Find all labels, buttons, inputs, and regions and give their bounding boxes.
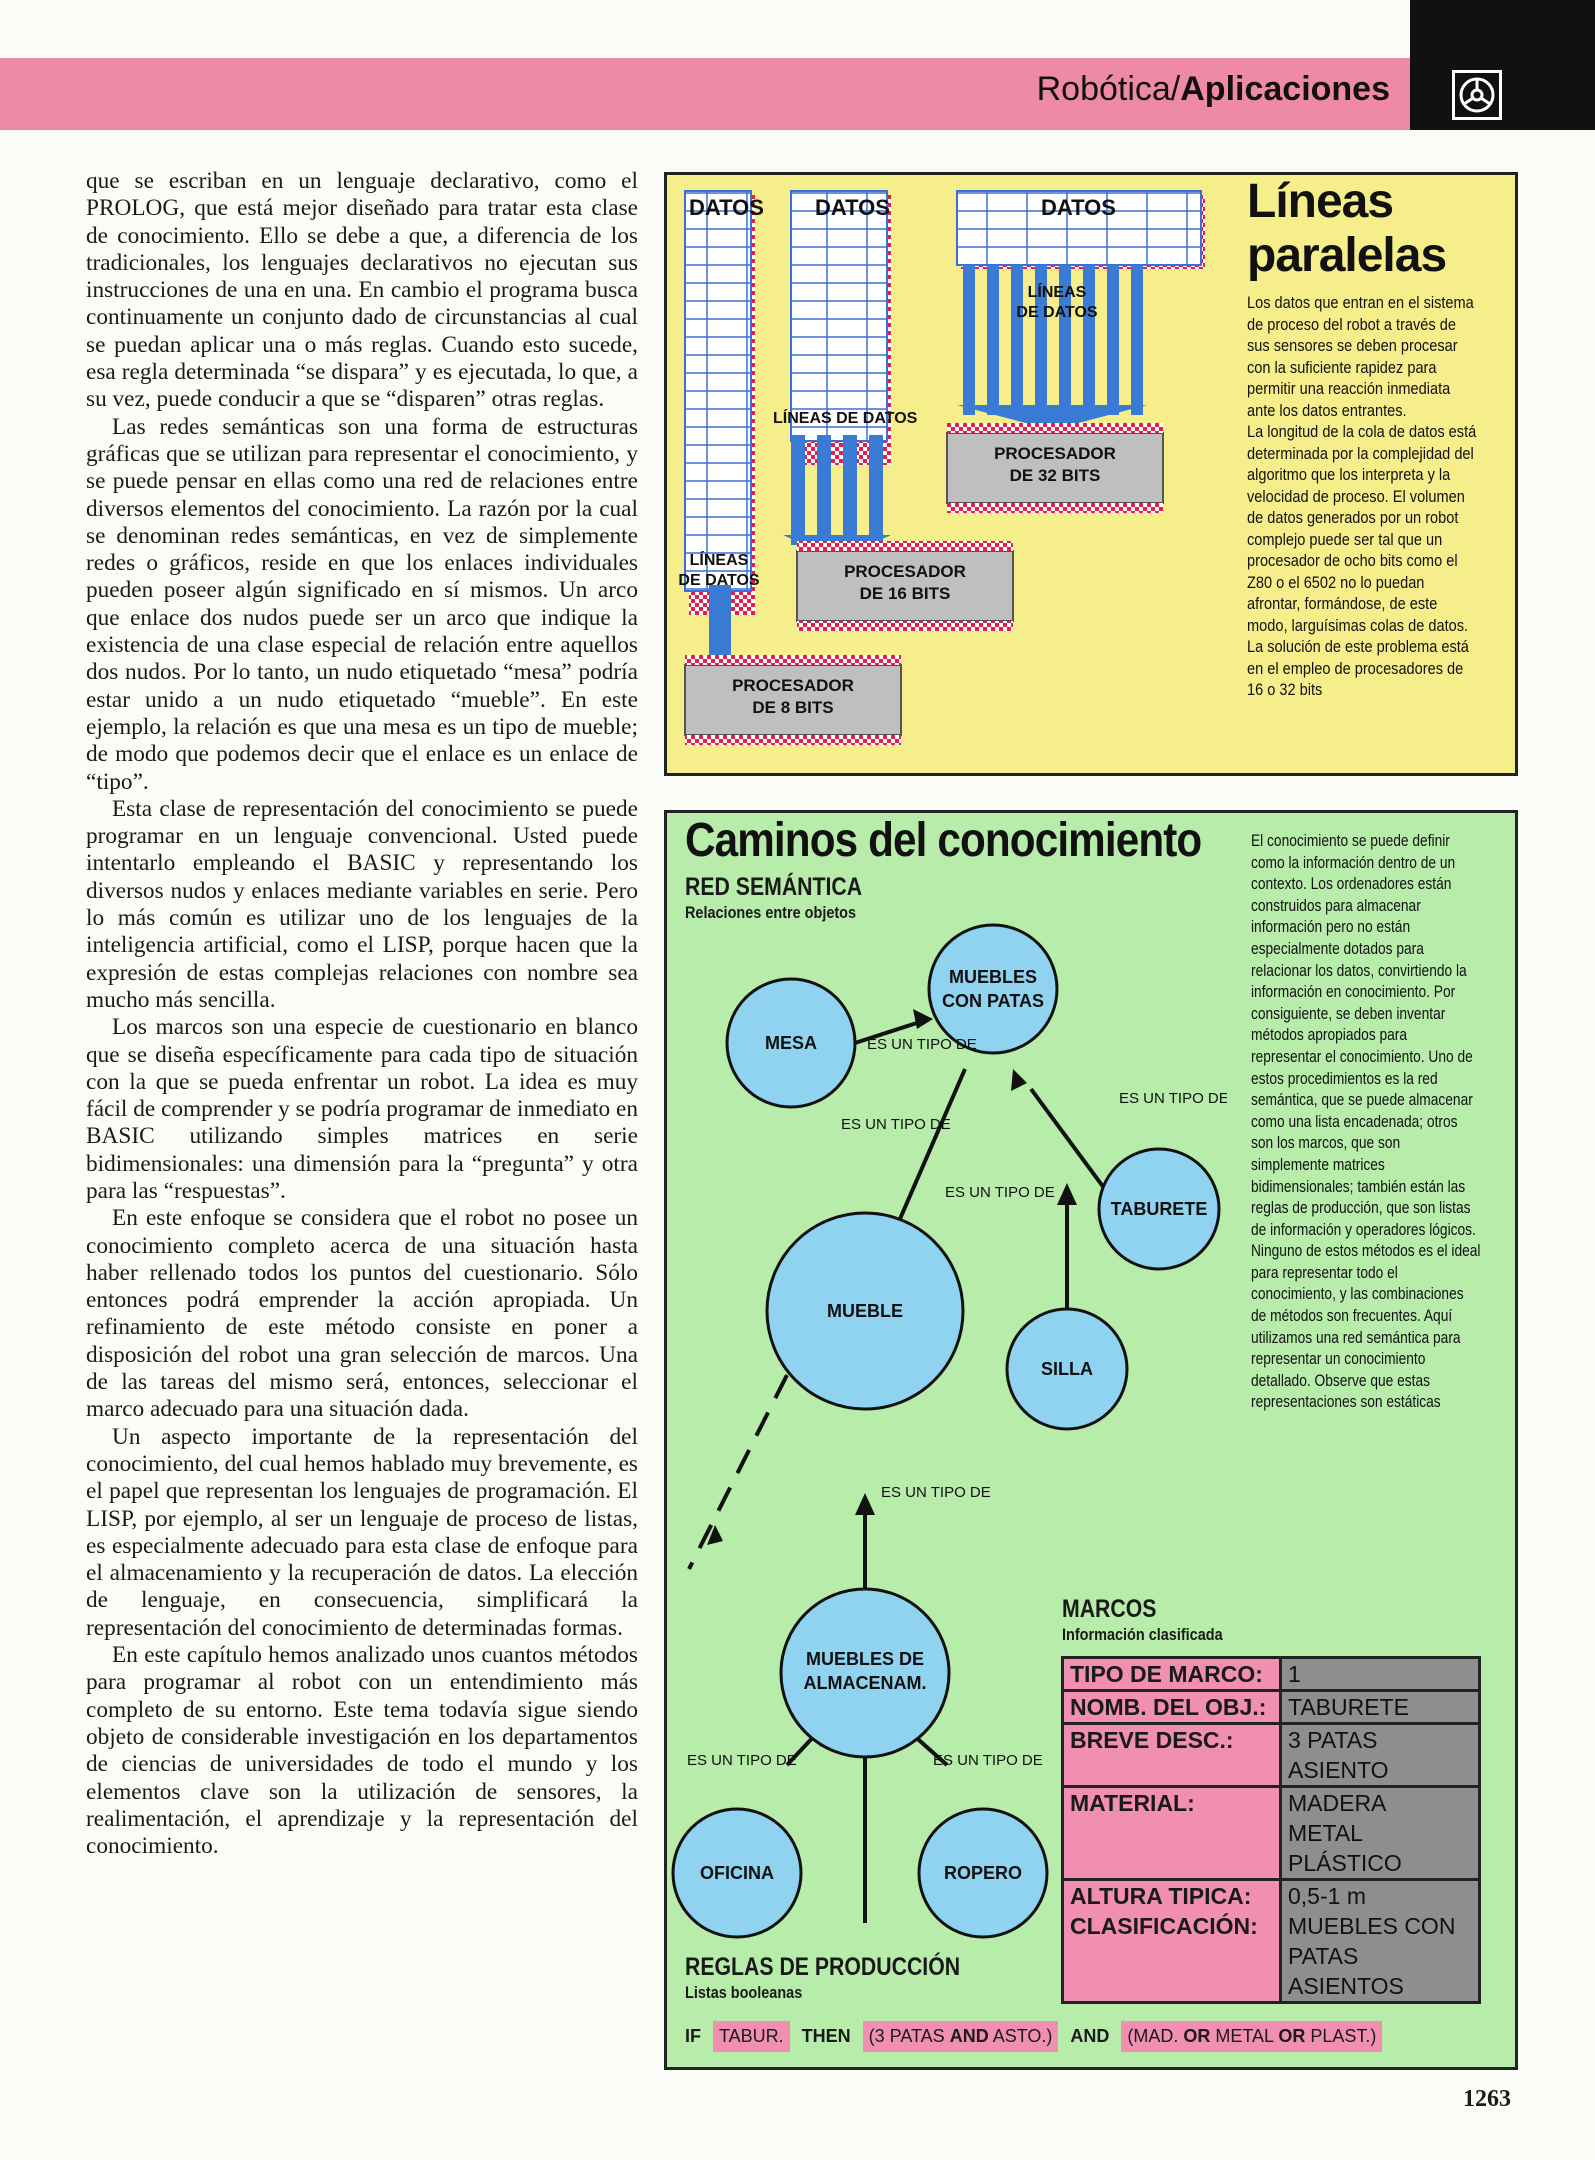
node-muebles-con-patas: MUEBLES — [949, 967, 1037, 987]
paragraph: Las redes semánticas son una forma de es… — [86, 413, 638, 795]
processor-16-label: PROCESADOR — [844, 562, 966, 581]
edge-label: ES UN TIPO DE — [687, 1752, 797, 1769]
edge-label: ES UN TIPO DE — [1119, 1090, 1227, 1107]
edge-label: ES UN TIPO DE — [945, 1184, 1055, 1201]
datos-label: DATOS — [1041, 195, 1116, 220]
red-semantica-subtitle: Relaciones entre objetos — [685, 903, 857, 922]
lineas-label: LÍNEAS — [1028, 282, 1087, 301]
processor-8-label: DE 8 BITS — [752, 698, 833, 717]
node-taburete: TABURETE — [1111, 1199, 1208, 1219]
table-row: TIPO DE MARCO: 1 — [1061, 1656, 1481, 1692]
node-muebles-almacenam: ALMACENAM. — [804, 1673, 927, 1693]
lineas-title: Líneas paralelas — [1247, 175, 1447, 282]
reglas-title: REGLAS DE PRODUCCIÓN — [685, 1953, 961, 1981]
header-band — [0, 58, 1595, 130]
edge-label: ES UN TIPO DE — [841, 1116, 951, 1133]
lineas-caption: Los datos que entran en el sistema de pr… — [1247, 294, 1477, 699]
processor-32-label: PROCESADOR — [994, 444, 1116, 463]
lineas-de-datos-label: LÍNEAS DE DATOS — [773, 408, 918, 427]
steering-wheel-icon — [1452, 70, 1502, 120]
node-mesa: MESA — [765, 1033, 817, 1053]
node-muebles-con-patas: CON PATAS — [942, 991, 1044, 1011]
production-rule: IF TABUR. THEN (3 PATAS AND ASTO.) AND (… — [685, 2021, 1383, 2052]
marcos-table: TIPO DE MARCO: 1 NOMB. DEL OBJ.: TABURET… — [1061, 1656, 1481, 2004]
paragraph: que se escriban en un lenguaje declarati… — [86, 168, 638, 413]
paragraph: En este enfoque se considera que el robo… — [86, 1205, 638, 1423]
lineas-label: LÍNEAS — [690, 550, 749, 569]
paragraph: En este capítulo hemos analizado unos cu… — [86, 1642, 638, 1860]
edge-label: ES UN TIPO DE — [933, 1752, 1043, 1769]
body-text-column: que se escriban en un lenguaje declarati… — [86, 168, 638, 1860]
semantic-network-diagram: MESA MUEBLES CON PATAS TABURETE MUEBLE S… — [671, 923, 1227, 1939]
red-semantica-title: RED SEMÁNTICA — [685, 873, 863, 901]
node-oficina: OFICINA — [700, 1863, 774, 1883]
paragraph: Un aspecto importante de la representaci… — [86, 1423, 638, 1641]
node-ropero: ROPERO — [944, 1863, 1022, 1883]
datos-label: DATOS — [689, 195, 764, 220]
datos-label: DATOS — [815, 195, 890, 220]
table-row: NOMB. DEL OBJ.: TABURETE — [1061, 1689, 1481, 1725]
node-silla: SILLA — [1041, 1359, 1093, 1379]
de-datos-label: DE DATOS — [678, 572, 760, 589]
reglas-subtitle: Listas booleanas — [685, 1983, 803, 2002]
caminos-caption: El conocimiento se puede definir como la… — [1251, 832, 1481, 1412]
paragraph: Esta clase de representación del conocim… — [86, 795, 638, 1013]
lineas-paralelas-box: DATOS DATOS DATOS LÍNEAS DE DATOS LÍNEAS… — [664, 172, 1518, 776]
node-mueble: MUEBLE — [827, 1301, 903, 1321]
marcos-title: MARCOS — [1062, 1595, 1157, 1623]
parallel-lines-diagram: DATOS DATOS DATOS LÍNEAS DE DATOS LÍNEAS… — [678, 190, 1205, 745]
header-black-block — [1410, 0, 1595, 130]
processor-16-label: DE 16 BITS — [860, 584, 951, 603]
processor-32-label: DE 32 BITS — [1010, 466, 1101, 485]
marcos-subtitle: Información clasificada — [1062, 1625, 1223, 1644]
edge-label: ES UN TIPO DE — [881, 1484, 991, 1501]
page-number: 1263 — [1463, 2086, 1511, 2112]
de-datos-label: DE DATOS — [1016, 304, 1098, 321]
processor-8-label: PROCESADOR — [732, 676, 854, 695]
caminos-title: Caminos del conocimiento — [685, 814, 1202, 867]
caminos-box: Caminos del conocimiento RED SEMÁNTICA R… — [664, 810, 1518, 2070]
paragraph: Los marcos son una especie de cuestionar… — [86, 1014, 638, 1204]
running-header: Robótica/Aplicaciones — [1036, 70, 1390, 108]
node-muebles-almacenam: MUEBLES DE — [806, 1649, 924, 1669]
edge-label: ES UN TIPO DE — [867, 1036, 977, 1053]
